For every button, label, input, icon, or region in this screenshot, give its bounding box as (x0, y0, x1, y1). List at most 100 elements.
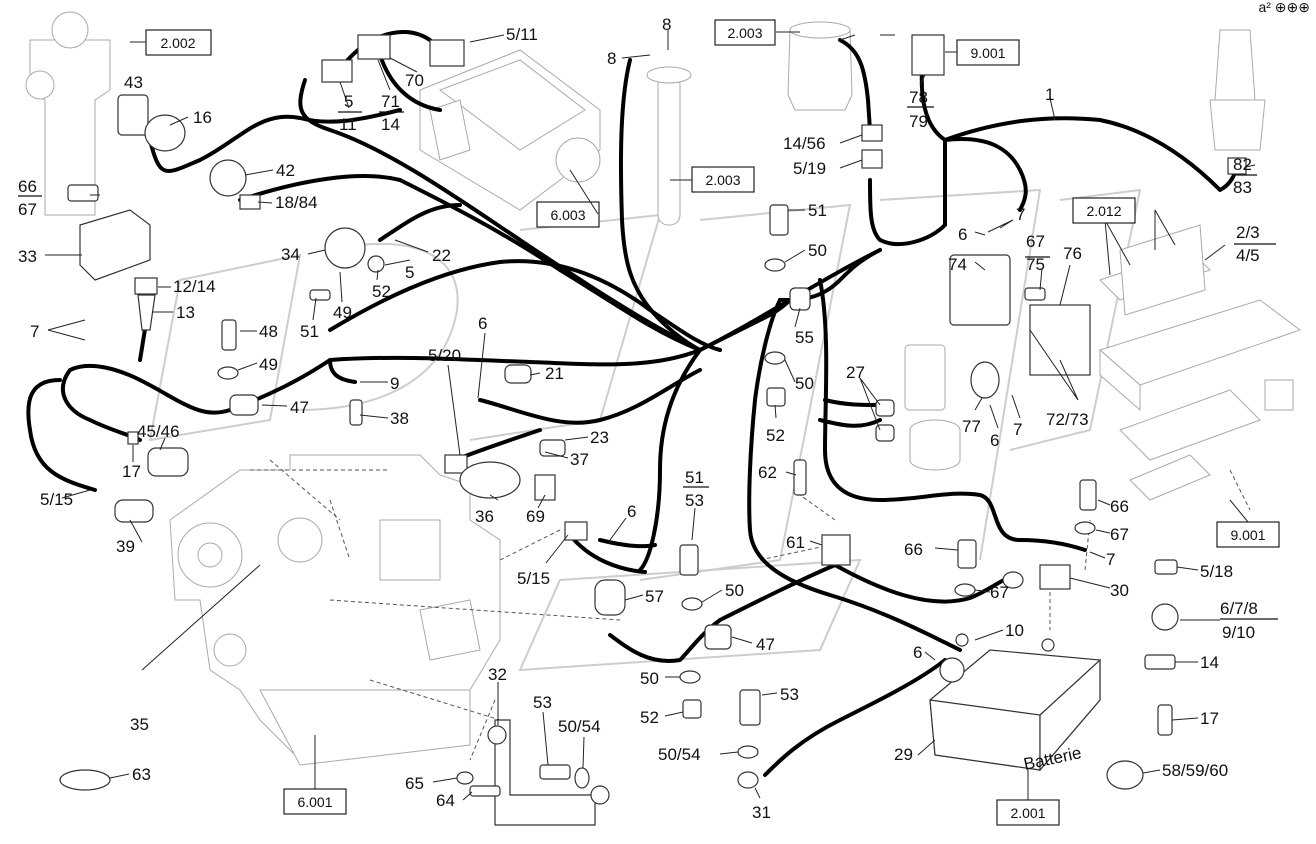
callout-25: 9 (390, 374, 399, 393)
callout-32: 36 (475, 507, 494, 526)
callout-14: 17 (122, 462, 141, 481)
callout-3: 18/84 (275, 193, 318, 212)
callout-20: 22 (432, 246, 451, 265)
callout-48: 50 (795, 374, 814, 393)
callout-12: 47 (290, 398, 309, 417)
callout-100: 58/59/60 (1162, 761, 1228, 780)
callout-62: 53 (533, 693, 552, 712)
callout-71: 82 (1233, 155, 1252, 174)
ref-box-2012: 2.012 (1072, 197, 1136, 224)
svg-text:2.003: 2.003 (705, 172, 740, 188)
callout-6: 33 (18, 247, 37, 266)
callouts: 43 16 42 18/84 66 67 33 12/14 13 7 48 49… (18, 15, 1260, 822)
callout-92: 10 (1005, 621, 1024, 640)
callout-91: 30 (1110, 581, 1129, 600)
svg-text:2.003: 2.003 (727, 25, 762, 41)
ref-box-9001-b: 9.001 (1216, 521, 1280, 548)
callout-94: 29 (894, 745, 913, 764)
callout-63: 50/54 (558, 717, 601, 736)
callout-15: 5/15 (40, 490, 73, 509)
callout-24: 49 (333, 303, 352, 322)
svg-text:2.002: 2.002 (160, 35, 195, 51)
callout-66: 78 (909, 88, 928, 107)
callout-13: 45/46 (137, 422, 180, 441)
callout-60: 31 (752, 803, 771, 822)
callout-50: 62 (758, 463, 777, 482)
callout-96: 6/7/8 (1220, 599, 1258, 618)
callout-16: 39 (116, 537, 135, 556)
callout-1: 16 (193, 108, 212, 127)
callout-22: 52 (372, 282, 391, 301)
callout-36: 57 (645, 587, 664, 606)
callout-45: 51 (808, 201, 827, 220)
callout-33: 69 (526, 507, 545, 526)
callout-41: 71 (381, 92, 400, 111)
callout-2: 42 (276, 161, 295, 180)
callout-81: 27 (846, 363, 865, 382)
callout-4: 66 (18, 177, 37, 196)
callout-0: 43 (124, 73, 143, 92)
callout-26: 38 (390, 409, 409, 428)
callout-8: 13 (176, 303, 195, 322)
svg-text:9.001: 9.001 (1230, 527, 1265, 543)
callout-34: 6 (627, 502, 636, 521)
callout-55: 47 (756, 635, 775, 654)
callout-23: 51 (300, 322, 319, 341)
callout-35: 5/15 (517, 569, 550, 588)
callout-21: 5 (405, 263, 414, 282)
callout-83: 6 (990, 431, 999, 450)
callout-74: 7 (1016, 205, 1025, 224)
components (59, 34, 1247, 826)
callout-67: 79 (909, 112, 928, 131)
callout-56: 50 (640, 669, 659, 688)
callout-86: 66 (1110, 497, 1129, 516)
callout-46: 50 (808, 241, 827, 260)
ref-box-6003: 6.003 (536, 201, 600, 228)
callout-53: 53 (685, 491, 704, 510)
callout-93: 6 (913, 643, 922, 662)
callout-38: 70 (405, 71, 424, 90)
callout-59: 50/54 (658, 745, 701, 764)
callout-11: 49 (259, 355, 278, 374)
callout-40: 11 (339, 115, 357, 134)
callout-80: 4/5 (1236, 246, 1260, 265)
callout-30: 23 (590, 428, 609, 447)
callout-95: 5/18 (1200, 562, 1233, 581)
ref-box-2003-a: 2.003 (714, 19, 776, 46)
callout-99: 17 (1200, 709, 1219, 728)
callout-39: 5 (344, 92, 353, 111)
corner-mark: a² ⊕⊕⊕ (1258, 0, 1310, 15)
callout-52: 51 (685, 468, 704, 487)
ref-box-2002: 2.002 (145, 29, 212, 56)
svg-text:9.001: 9.001 (970, 45, 1005, 61)
callout-9: 7 (30, 322, 39, 341)
callout-61: 32 (488, 665, 507, 684)
callout-73: 6 (958, 225, 967, 244)
ref-box-9001-a: 9.001 (956, 39, 1020, 66)
callout-65: 64 (436, 791, 455, 810)
callout-97: 9/10 (1222, 623, 1255, 642)
leader-lines (45, 30, 1256, 801)
callout-79: 2/3 (1236, 223, 1260, 242)
callout-58: 53 (780, 685, 799, 704)
callout-7: 12/14 (173, 277, 216, 296)
ref-box-2001: 2.001 (996, 799, 1060, 826)
ref-box-2003-b: 2.003 (691, 166, 755, 193)
callout-47: 55 (795, 328, 814, 347)
callout-70: 1 (1045, 85, 1054, 104)
callout-19: 34 (281, 245, 300, 264)
svg-text:2.001: 2.001 (1010, 805, 1045, 821)
svg-text:6.003: 6.003 (550, 207, 585, 223)
dashed-leaders (250, 459, 1251, 761)
background-components (25, 11, 1302, 766)
svg-text:6.001: 6.001 (297, 794, 332, 810)
callout-42: 14 (381, 115, 400, 134)
callout-57: 52 (640, 708, 659, 727)
callout-18: 63 (132, 765, 151, 784)
callout-98: 14 (1200, 653, 1219, 672)
callout-5: 67 (18, 200, 37, 219)
callout-87: 67 (1110, 525, 1129, 544)
callout-10: 48 (259, 322, 278, 341)
callout-84: 7 (1013, 420, 1022, 439)
